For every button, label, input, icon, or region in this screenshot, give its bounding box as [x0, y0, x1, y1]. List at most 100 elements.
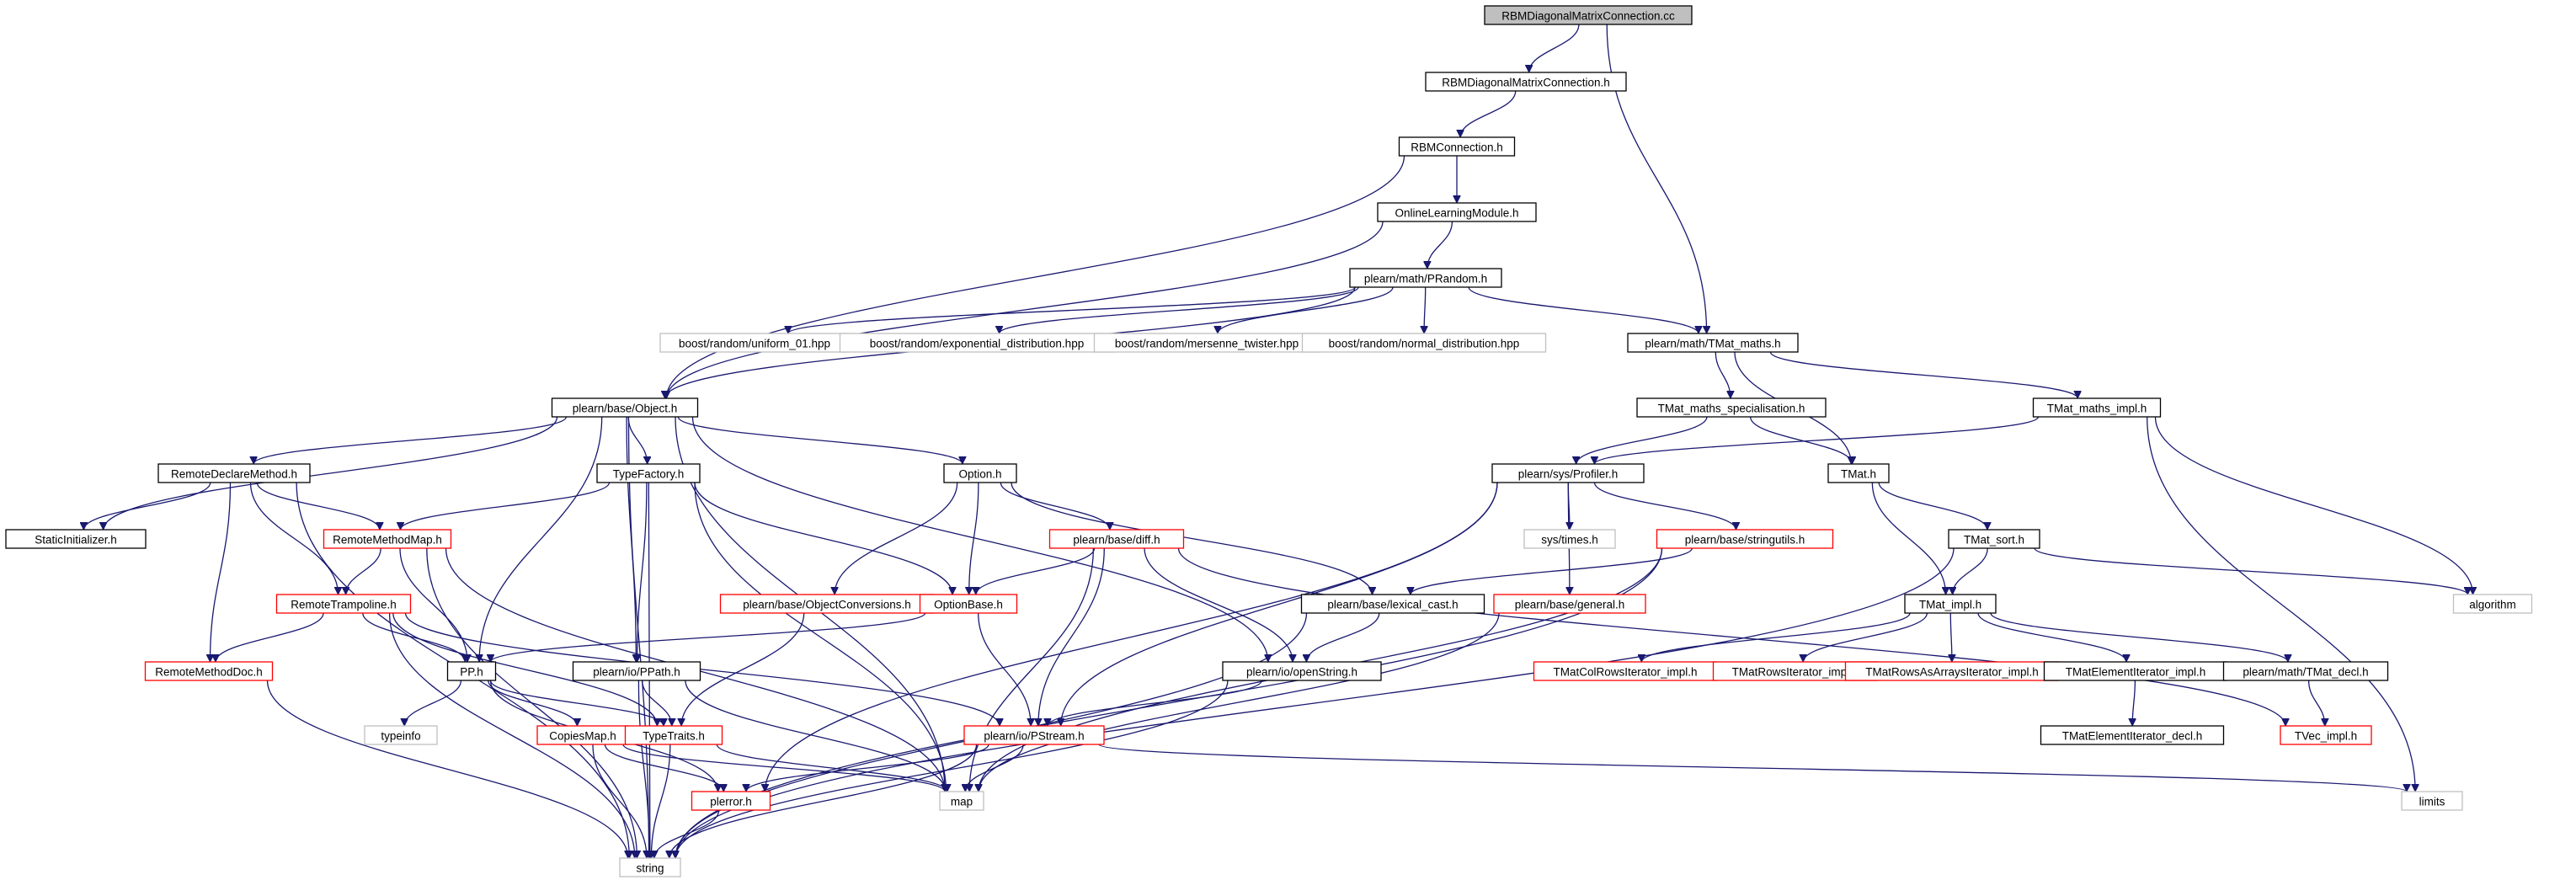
dependency-edge — [746, 744, 989, 792]
node-label: plearn/base/Object.h — [573, 403, 678, 415]
node-label: OptionBase.h — [934, 599, 1003, 611]
graph-node[interactable]: TMat_maths_specialisation.h — [1636, 397, 1827, 418]
dependency-edge — [2154, 416, 2473, 595]
graph-node: typeinfo — [364, 725, 438, 745]
graph-node[interactable]: RBMDiagonalMatrixConnection.h — [1425, 72, 1627, 92]
dependency-edge — [976, 547, 1096, 595]
dependency-edge — [249, 482, 339, 595]
graph-node[interactable]: RBMDiagonalMatrixConnection.cc — [1484, 5, 1693, 25]
node-box — [919, 594, 1018, 614]
dependency-edge — [2147, 416, 2415, 792]
graph-node[interactable]: plearn/math/PRandom.h — [1349, 268, 1502, 288]
graph-node[interactable]: plearn/io/PStream.h — [963, 725, 1105, 745]
graph-node[interactable]: plerror.h — [691, 791, 771, 811]
node-box — [1904, 594, 1997, 614]
graph-node[interactable]: TMatRowsAsArraysIterator_impl.h — [1844, 661, 2060, 681]
node-box — [1827, 463, 1890, 483]
graph-node[interactable]: RemoteDeclareMethod.h — [157, 463, 311, 483]
dependency-edge — [1427, 221, 1453, 269]
node-label: plearn/base/diff.h — [1073, 534, 1160, 547]
dependency-edge — [675, 680, 1229, 858]
dependency-edge — [253, 416, 568, 465]
graph-node[interactable]: CopiesMap.h — [536, 725, 629, 745]
graph-node[interactable]: TMatElementIterator_decl.h — [2040, 725, 2225, 745]
node-label: plearn/base/lexical_cast.h — [1327, 599, 1458, 611]
graph-node[interactable]: TMatRowsIterator_impl.h — [1712, 661, 1879, 681]
dependency-edge — [1769, 351, 2077, 399]
node-label: map — [951, 796, 973, 808]
node-label: typeinfo — [381, 730, 420, 743]
node-box — [2452, 594, 2533, 614]
dependency-edge — [627, 416, 649, 858]
graph-node[interactable]: TMatColRowsIterator_impl.h — [1533, 661, 1718, 681]
graph-node[interactable]: OptionBase.h — [919, 594, 1018, 614]
graph-node[interactable]: StaticInitializer.h — [5, 529, 147, 549]
dependency-edge — [979, 612, 1500, 792]
node-box — [1425, 72, 1627, 92]
graph-node[interactable]: RBMConnection.h — [1398, 136, 1516, 157]
dependency-edge — [622, 744, 945, 792]
node-box — [1300, 594, 1485, 614]
node-box — [1377, 202, 1537, 222]
node-label: plearn/io/openString.h — [1246, 666, 1357, 679]
graph-node[interactable]: plearn/base/diff.h — [1048, 529, 1185, 549]
graph-node[interactable]: TMat_impl.h — [1904, 594, 1997, 614]
node-label: plearn/math/TMat_maths.h — [1645, 338, 1780, 350]
node-label: boost/random/mersenne_twister.hpp — [1115, 338, 1299, 350]
node-label: TMatRowsIterator_impl.h — [1732, 666, 1859, 679]
node-label: TMat_maths_specialisation.h — [1658, 403, 1805, 415]
node-label: RBMDiagonalMatrixConnection.cc — [1501, 10, 1675, 23]
graph-node[interactable]: plearn/base/ObjectConversions.h — [719, 594, 935, 614]
node-box — [691, 791, 771, 811]
dependency-edge — [388, 612, 635, 858]
dependency-edge — [1424, 286, 1426, 333]
graph-node[interactable]: RemoteMethodDoc.h — [144, 661, 274, 681]
node-box — [1493, 594, 1646, 614]
graph-node[interactable]: PP.h — [446, 661, 497, 681]
node-layer: RBMDiagonalMatrixConnection.ccRBMDiagona… — [5, 5, 2533, 877]
graph-node: sys/times.h — [1523, 529, 1616, 549]
node-label: TVec_impl.h — [2295, 730, 2357, 743]
graph-node[interactable]: RemoteTrampoline.h — [275, 594, 412, 614]
node-box — [2280, 725, 2372, 745]
graph-node[interactable]: plearn/io/PPath.h — [572, 661, 701, 681]
node-label: plearn/io/PStream.h — [984, 730, 1084, 743]
graph-node[interactable]: TMat_sort.h — [1948, 529, 2040, 549]
graph-node[interactable]: plearn/base/Object.h — [551, 397, 699, 418]
dependency-edge — [83, 482, 211, 531]
dependency-edge — [1048, 680, 1262, 727]
dependency-edge — [1177, 547, 2286, 726]
graph-node[interactable]: Option.h — [943, 463, 1017, 483]
dependency-edge — [637, 680, 649, 858]
dependency-edge — [1038, 547, 1105, 726]
graph-node[interactable]: TypeTraits.h — [624, 725, 723, 745]
graph-node[interactable]: plearn/math/TMat_decl.h — [2222, 661, 2389, 681]
node-box — [275, 594, 412, 614]
graph-node[interactable]: plearn/sys/Profiler.h — [1491, 463, 1645, 483]
graph-node[interactable]: OnlineLearningModule.h — [1377, 202, 1537, 222]
node-label: RemoteMethodMap.h — [333, 534, 442, 547]
graph-node[interactable]: TMat.h — [1827, 463, 1890, 483]
dependency-edge — [1411, 547, 1693, 595]
node-box — [1491, 463, 1645, 483]
graph-node[interactable]: plearn/io/openString.h — [1222, 661, 1382, 681]
graph-node[interactable]: plearn/base/stringutils.h — [1656, 529, 1834, 549]
node-label: plearn/math/PRandom.h — [1364, 273, 1487, 285]
node-box — [2222, 661, 2389, 681]
dependency-edge — [479, 416, 603, 662]
graph-node[interactable]: TMatElementIterator_impl.h — [2043, 661, 2228, 681]
graph-node[interactable]: TMat_maths_impl.h — [2032, 397, 2162, 418]
node-label: boost/random/exponential_distribution.hp… — [870, 338, 1084, 350]
graph-node: algorithm — [2452, 594, 2533, 614]
graph-node[interactable]: TVec_impl.h — [2280, 725, 2372, 745]
graph-node[interactable]: plearn/math/TMat_maths.h — [1627, 333, 1799, 353]
graph-node[interactable]: plearn/base/lexical_cast.h — [1300, 594, 1485, 614]
graph-node[interactable]: TypeFactory.h — [596, 463, 701, 483]
dependency-edge — [1593, 482, 1736, 531]
graph-node[interactable]: RemoteMethodMap.h — [323, 529, 452, 549]
dependency-edge — [694, 482, 952, 595]
node-label: plearn/base/general.h — [1515, 599, 1625, 611]
node-label: limits — [2419, 796, 2445, 808]
node-box — [2401, 791, 2463, 811]
graph-node[interactable]: plearn/base/general.h — [1493, 594, 1646, 614]
